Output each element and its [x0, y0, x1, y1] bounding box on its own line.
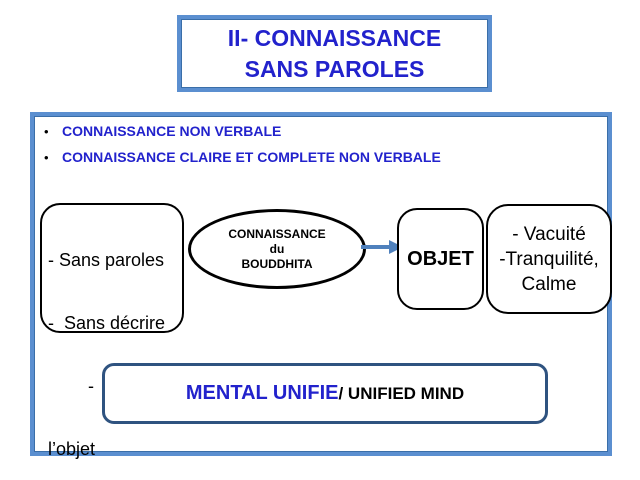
- right-box-line: -Tranquilité,: [499, 248, 599, 270]
- bullet-item: CONNAISSANCE NON VERBALE: [44, 123, 584, 149]
- bullet-text: CONNAISSANCE NON VERBALE: [62, 123, 282, 139]
- ellipse-line-1: CONNAISSANCE: [228, 226, 326, 241]
- bullet-text: CONNAISSANCE CLAIRE ET COMPLETE NON VERB…: [62, 149, 441, 165]
- sans-paroles-box: - Sans paroles - Sans décrire - l’objet …: [40, 203, 184, 459]
- left-box-line: l’objet: [48, 439, 96, 459]
- ellipse-line-3: BOUDDHITA: [241, 256, 313, 271]
- bullet-icon: [44, 150, 62, 165]
- ellipse-line-2: du: [269, 241, 285, 256]
- vacuite-box: - Vacuité -Tranquilité, Calme: [486, 204, 612, 314]
- unified-mind-label: / UNIFIED MIND: [338, 384, 465, 403]
- right-box-line: Calme: [521, 273, 577, 295]
- mental-unifie-label: MENTAL UNIFIE: [185, 382, 339, 404]
- left-box-line: - Sans paroles: [48, 250, 165, 270]
- left-box-line: -: [48, 376, 95, 396]
- mental-unifie-box: MENTAL UNIFIE/ UNIFIED MIND: [102, 363, 548, 424]
- left-box-line: - Sans décrire: [48, 313, 166, 333]
- bullet-icon: [44, 124, 62, 139]
- title-line-2: SANS PAROLES: [244, 55, 425, 82]
- connaissance-ellipse: CONNAISSANCE du BOUDDHITA: [188, 209, 366, 289]
- title-box: II- CONNAISSANCE SANS PAROLES: [177, 15, 492, 92]
- objet-label: OBJET: [407, 247, 474, 270]
- bullet-item: CONNAISSANCE CLAIRE ET COMPLETE NON VERB…: [44, 149, 584, 175]
- right-box-line: - Vacuité: [512, 223, 586, 245]
- objet-box: OBJET: [397, 208, 484, 310]
- bullet-list: CONNAISSANCE NON VERBALE CONNAISSANCE CL…: [44, 123, 584, 175]
- title-line-1: II- CONNAISSANCE: [227, 24, 442, 51]
- arrow-right-icon: [361, 240, 403, 254]
